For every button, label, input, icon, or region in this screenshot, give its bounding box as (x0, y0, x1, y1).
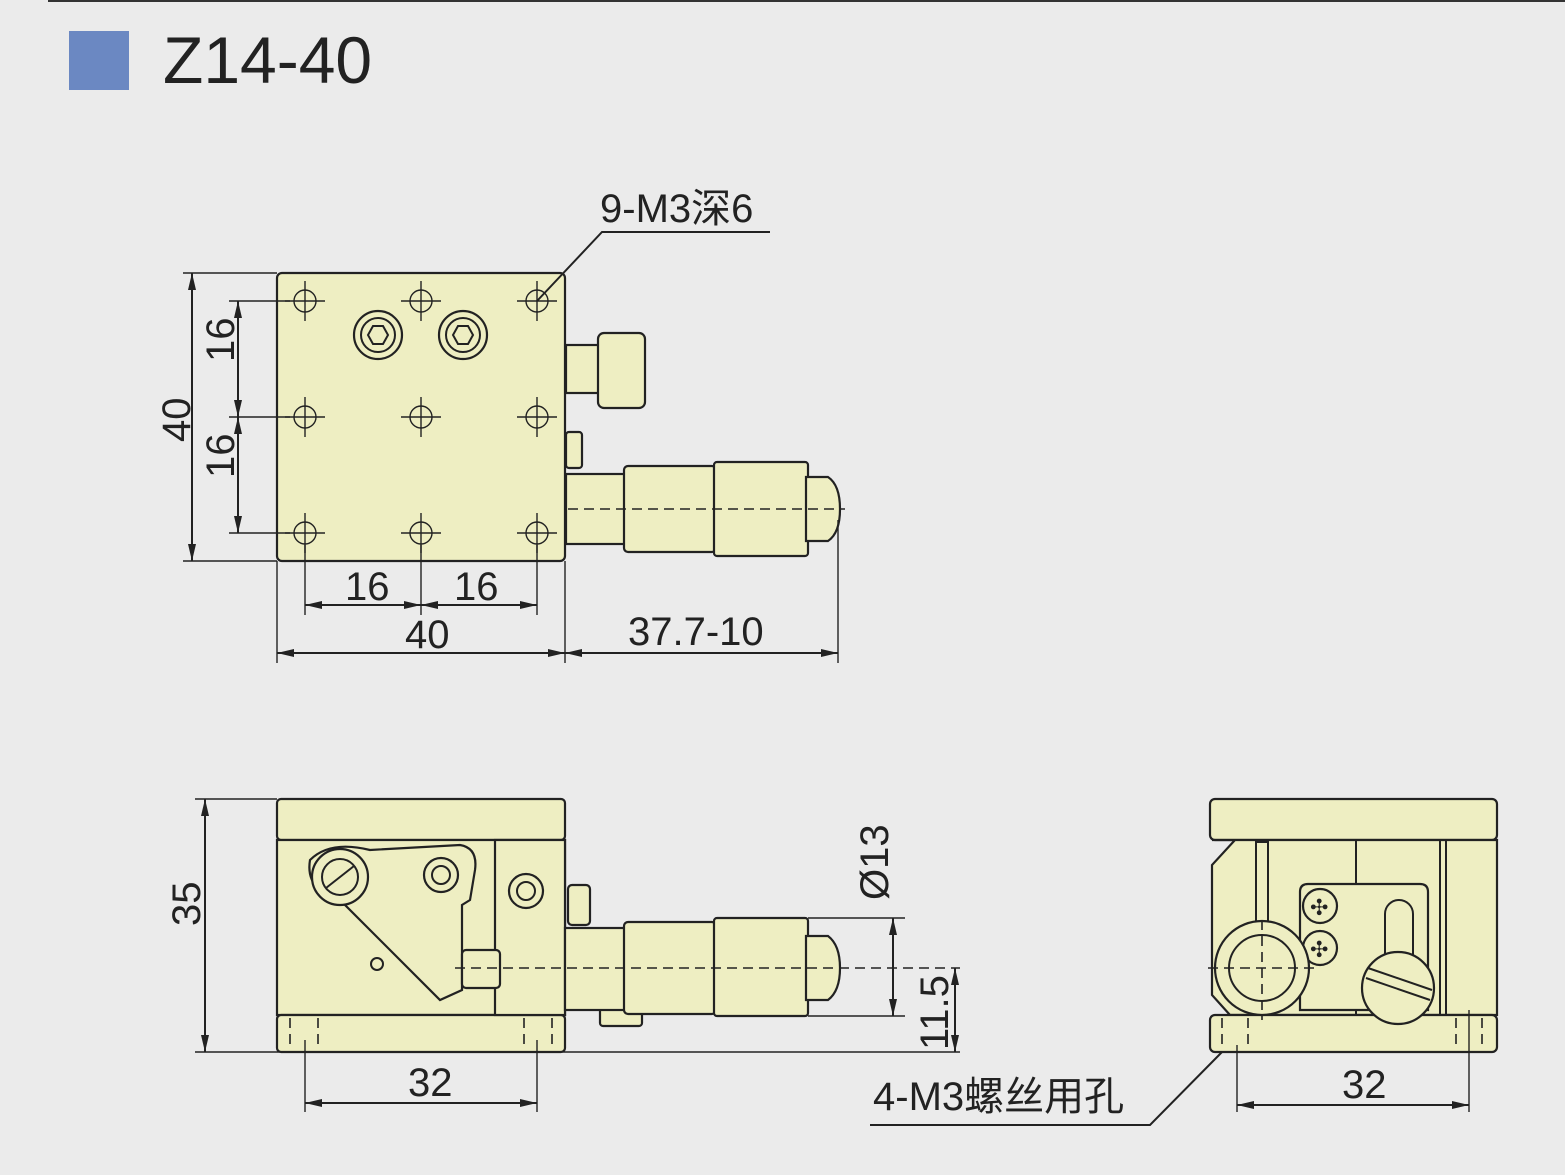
dim-left-16b: 16 (199, 434, 243, 479)
dim-travel: 37.7-10 (628, 610, 764, 654)
top-view: 9-M3深6 40 16 16 16 16 40 37.7-10 (155, 187, 845, 663)
lock-knob (564, 331, 647, 470)
svg-text:✣: ✣ (1310, 938, 1328, 963)
dim-bottom-16b: 16 (454, 565, 499, 609)
svg-text:✣: ✣ (1310, 896, 1328, 921)
top-callout-label: 9-M3深6 (600, 187, 753, 231)
base-holes (289, 1018, 553, 1050)
page-title: Z14-40 (163, 23, 373, 97)
dim-diameter: Ø13 (853, 824, 897, 900)
dim-bottom-40: 40 (405, 613, 450, 657)
front-view: 35 Ø13 11.5 32 (165, 797, 960, 1112)
dim-left-16a: 16 (199, 318, 243, 363)
side-callout-label: 4-M3螺丝用孔 (873, 1075, 1124, 1119)
micrometer-head (564, 460, 845, 558)
top-border-line (48, 0, 1565, 2)
dim-front-32: 32 (408, 1061, 453, 1105)
title-swatch (69, 31, 129, 90)
side-view: ✣ ✣ 32 4-M3螺丝用孔 (870, 797, 1499, 1126)
dim-side-32: 32 (1342, 1063, 1387, 1107)
dim-bottom-16a: 16 (345, 565, 390, 609)
dim-height-35: 35 (165, 882, 209, 927)
dim-axis-height: 11.5 (913, 975, 957, 1050)
dim-left-40: 40 (155, 398, 199, 443)
socket-screw-icon (352, 309, 489, 361)
